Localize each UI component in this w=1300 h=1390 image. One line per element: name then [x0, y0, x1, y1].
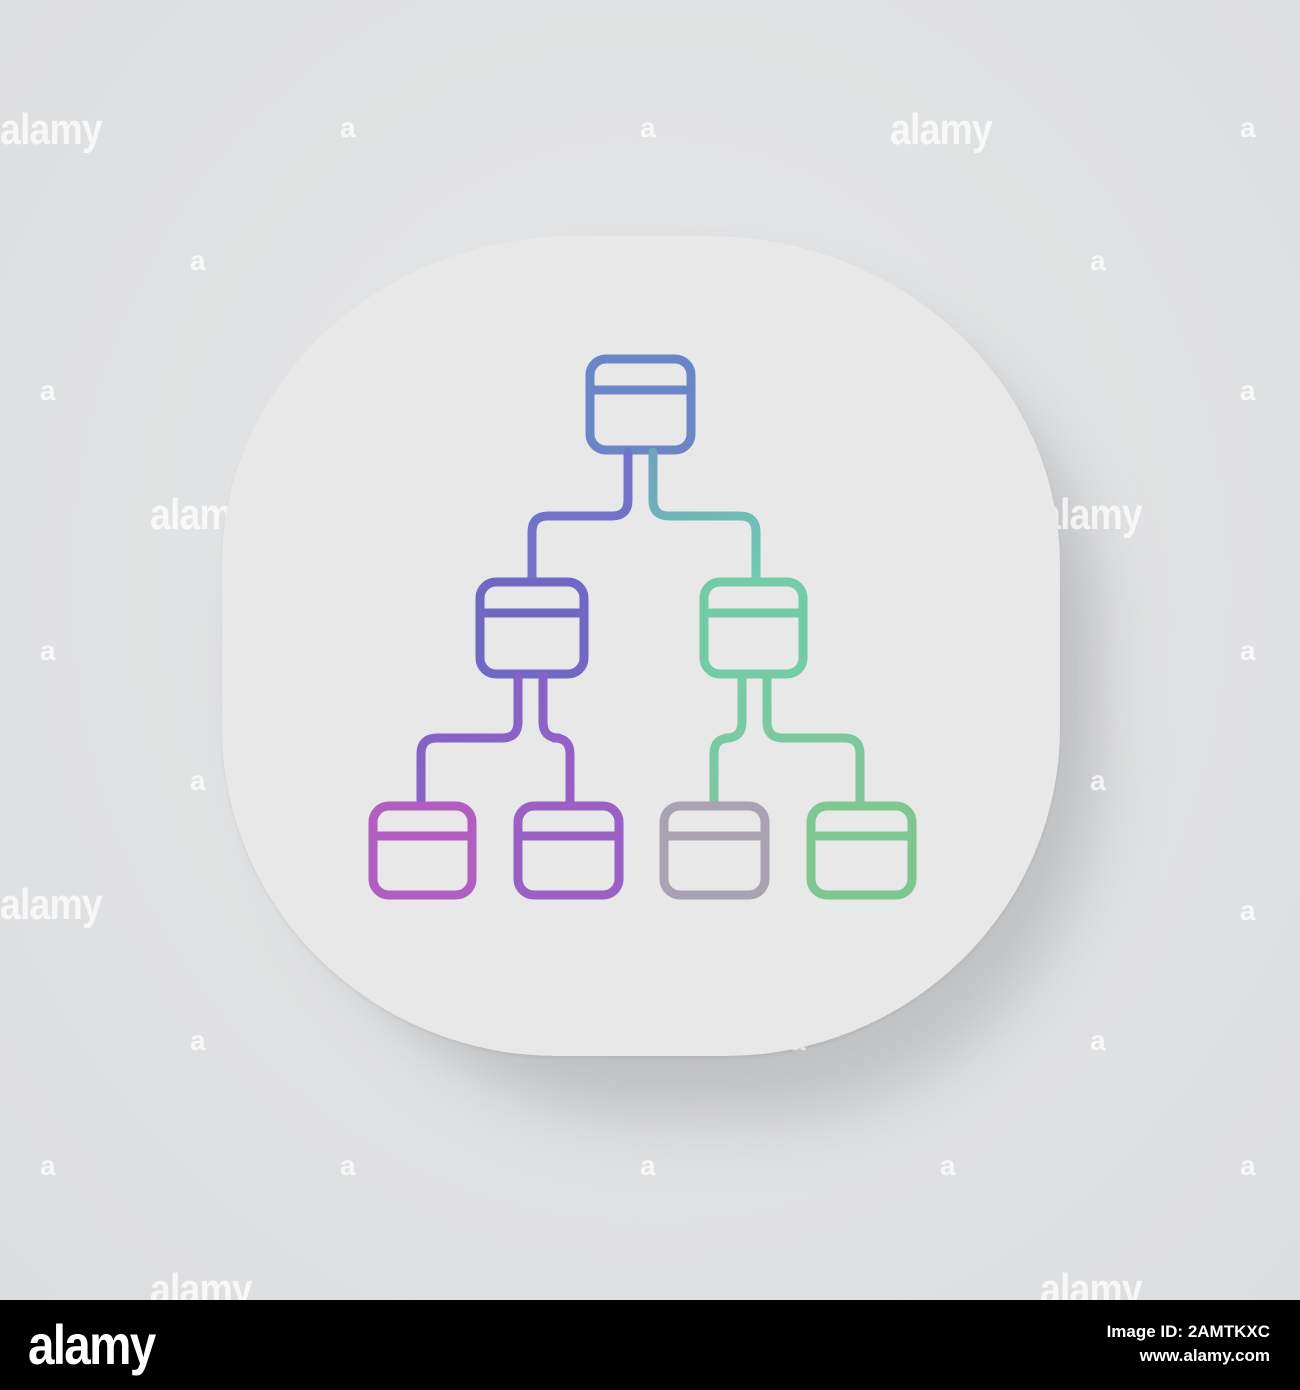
connector-mid-right-b [762, 671, 865, 809]
watermark-mark: a [1240, 895, 1256, 926]
watermark-mark: a [40, 1150, 56, 1181]
watermark-mark: a [1090, 765, 1106, 796]
image-id-block: Image ID: 2AMTKXC www.alamy.com [1107, 1320, 1270, 1368]
app-icon-card [222, 236, 1060, 1056]
watermark-text: alamy [0, 105, 103, 154]
tree-node-mid-right [699, 577, 808, 679]
watermark-text: alamy [0, 880, 103, 929]
stock-footer-bar: alamy Image ID: 2AMTKXC www.alamy.com [0, 1300, 1300, 1390]
watermark-mark: a [1090, 1025, 1106, 1056]
connector-mid-right-a [709, 671, 747, 809]
watermark-mark: a [40, 375, 56, 406]
watermark-mark: a [190, 765, 206, 796]
watermark-text: alamy [890, 105, 993, 154]
connector-root-left [527, 447, 633, 585]
watermark-mark: a [1240, 635, 1256, 666]
watermark-mark: a [340, 1150, 356, 1181]
watermark-mark: a [940, 1150, 956, 1181]
watermark-mark: a [640, 112, 656, 143]
tree-node-leaf-2 [513, 801, 624, 900]
watermark-mark: a [1240, 1150, 1256, 1181]
watermark-mark: a [1240, 375, 1256, 406]
watermark-mark: a [190, 1025, 206, 1056]
connector-root-right [648, 447, 761, 585]
tree-node-leaf-3 [659, 801, 770, 900]
icon-stage: alamy alamy alamy alamy alamy alamy alam… [0, 0, 1300, 1300]
watermark-text: alamy [150, 1265, 253, 1300]
watermark-mark: a [190, 245, 206, 276]
watermark-mark: a [40, 635, 56, 666]
tree-node-root [585, 354, 696, 455]
watermark-mark: a [340, 112, 356, 143]
alamy-logo: alamy [28, 1313, 156, 1376]
watermark-mark: a [640, 1150, 656, 1181]
tree-node-leaf-1 [368, 801, 477, 900]
watermark-text: alamy [1040, 1265, 1143, 1300]
watermark-mark: a [1090, 245, 1106, 276]
hierarchy-tree-icon [368, 354, 917, 900]
site-url: www.alamy.com [1139, 1346, 1270, 1365]
tree-node-mid-left [475, 577, 589, 679]
tree-node-leaf-4 [806, 801, 917, 900]
connector-mid-left-b [538, 671, 575, 809]
image-id-label: Image ID: 2AMTKXC [1106, 1322, 1270, 1341]
connector-mid-left-a [416, 671, 523, 809]
watermark-mark: a [1240, 112, 1256, 143]
